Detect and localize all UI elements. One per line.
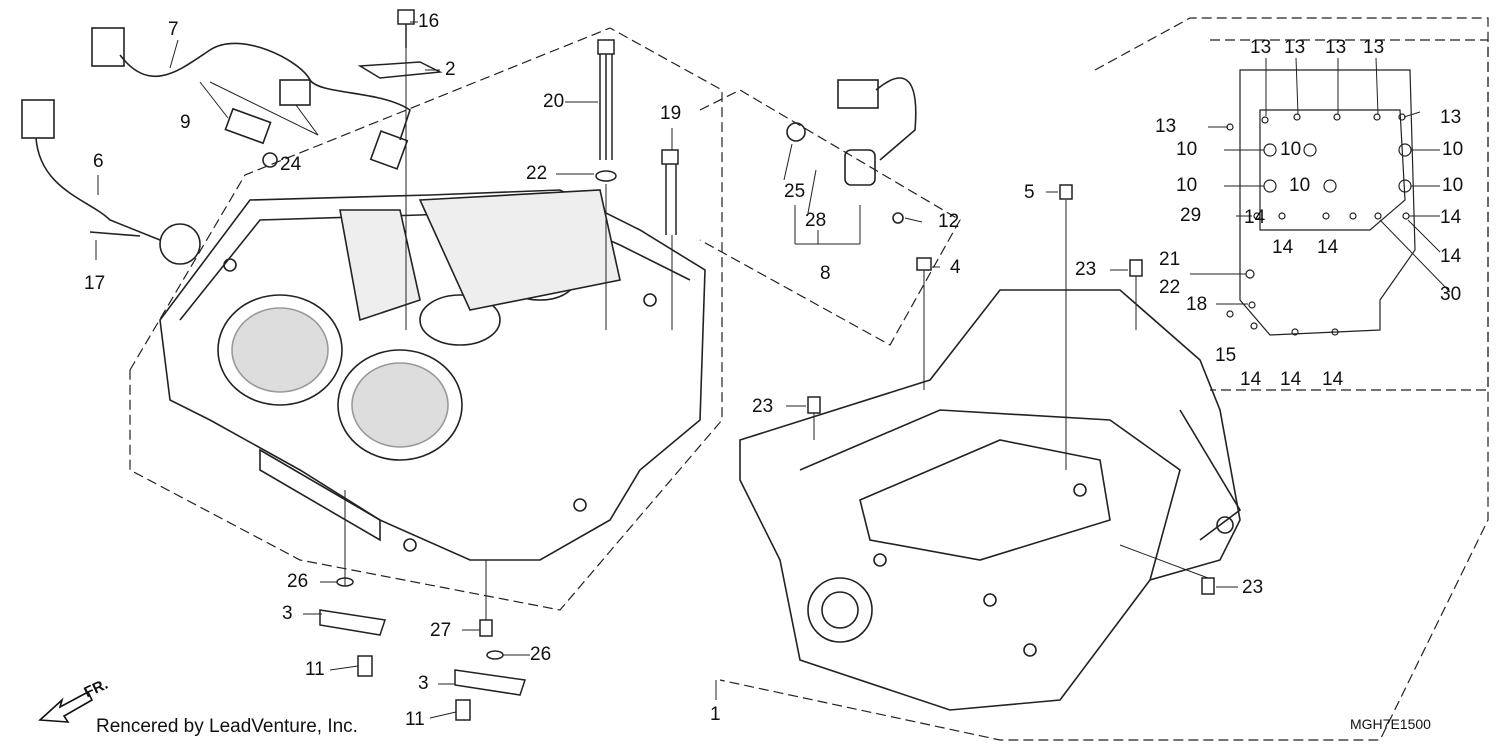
callout-3: 3 — [418, 673, 429, 694]
callout-21: 21 — [1159, 249, 1181, 270]
callout-4: 4 — [950, 257, 961, 278]
lower-case-boundary — [719, 17, 1489, 741]
callout-13: 13 — [1363, 37, 1385, 58]
callout-22: 22 — [1159, 277, 1181, 298]
callout-10: 10 — [1442, 175, 1464, 196]
callout-13: 13 — [1155, 116, 1177, 137]
upper-crankcase — [159, 189, 706, 561]
upper-case-boundary — [129, 27, 723, 611]
callout-14: 14 — [1317, 237, 1339, 258]
callout-16: 16 — [418, 11, 440, 32]
callout-14: 14 — [1272, 237, 1294, 258]
callout-29: 29 — [1180, 205, 1202, 226]
callout-7: 7 — [168, 19, 179, 40]
callout-13: 13 — [1325, 37, 1347, 58]
callout-8: 8 — [820, 263, 831, 284]
callout-14: 14 — [1440, 207, 1462, 228]
callout-14: 14 — [1240, 369, 1262, 390]
sensor-harnesses — [21, 27, 917, 265]
callout-25: 25 — [784, 181, 806, 202]
callout-17: 17 — [84, 273, 106, 294]
callout-10: 10 — [1280, 139, 1302, 160]
callout-10: 10 — [1176, 175, 1198, 196]
fasteners — [319, 9, 1215, 721]
callout-10: 10 — [1176, 139, 1198, 160]
callout-27: 27 — [430, 620, 452, 641]
callout-30: 30 — [1440, 284, 1462, 305]
callout-1: 1 — [710, 704, 721, 725]
callout-12: 12 — [938, 211, 960, 232]
leader-lines — [95, 21, 1451, 719]
callout-28: 28 — [805, 210, 827, 231]
callout-24: 24 — [280, 154, 302, 175]
callout-10: 10 — [1289, 175, 1311, 196]
callout-23: 23 — [1242, 577, 1264, 598]
lower-crankcase — [739, 289, 1242, 711]
callout-9: 9 — [180, 112, 191, 133]
bolt-kit-boundary — [1210, 39, 1489, 391]
callout-14: 14 — [1244, 207, 1266, 228]
credit-text: Rencered by LeadVenture, Inc. — [96, 716, 358, 737]
bolt-pattern-outline — [1226, 69, 1416, 336]
callout-14: 14 — [1280, 369, 1302, 390]
callout-26: 26 — [530, 644, 552, 665]
callout-14: 14 — [1322, 369, 1344, 390]
callout-13: 13 — [1250, 37, 1272, 58]
callout-23: 23 — [752, 396, 774, 417]
diagram-code: MGH7E1500 — [1350, 716, 1431, 732]
callout-26: 26 — [287, 571, 309, 592]
callout-13: 13 — [1284, 37, 1306, 58]
callout-11: 11 — [405, 709, 425, 730]
callout-3: 3 — [282, 603, 293, 624]
callout-18: 18 — [1186, 294, 1208, 315]
callout-11: 11 — [305, 659, 325, 680]
callout-23: 23 — [1075, 259, 1097, 280]
callout-22: 22 — [526, 163, 548, 184]
callout-6: 6 — [93, 151, 104, 172]
callout-5: 5 — [1024, 182, 1035, 203]
callout-19: 19 — [660, 103, 682, 124]
callout-15: 15 — [1215, 345, 1237, 366]
callout-2: 2 — [445, 59, 456, 80]
sensor-group-boundary — [699, 89, 961, 346]
callout-13: 13 — [1440, 107, 1462, 128]
front-arrow-icon — [38, 690, 94, 723]
callout-20: 20 — [543, 91, 565, 112]
callout-14: 14 — [1440, 246, 1462, 267]
callout-10: 10 — [1442, 139, 1464, 160]
